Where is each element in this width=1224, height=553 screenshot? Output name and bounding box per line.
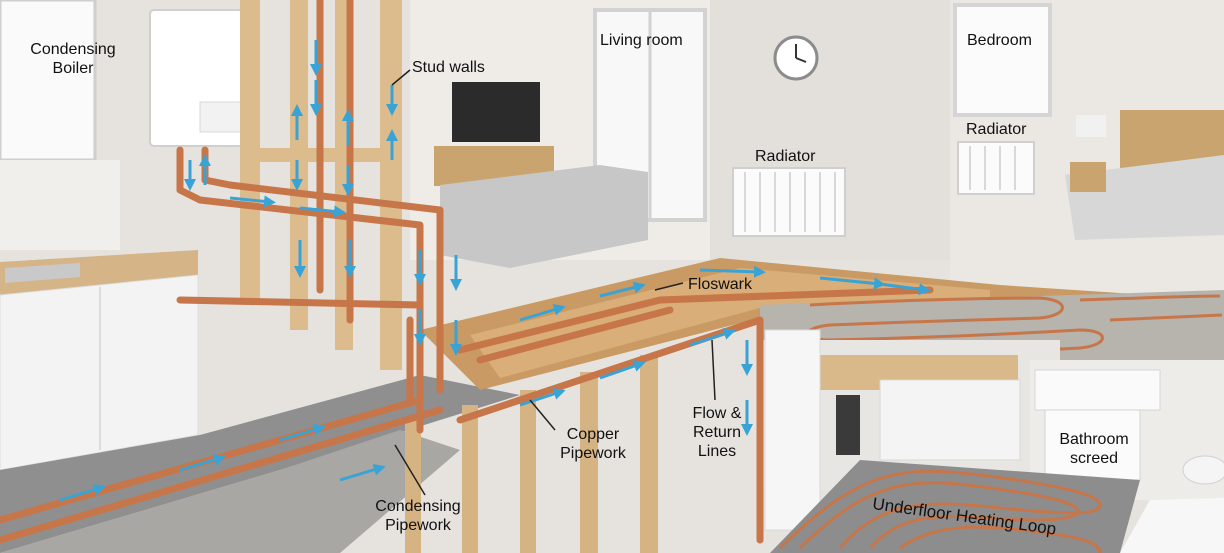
toilet <box>1183 456 1224 484</box>
label-radiator-living: Radiator <box>755 147 815 166</box>
bedroom-window <box>955 5 1050 115</box>
label-copper-pipework: Copper Pipework <box>548 425 638 463</box>
lower-kitchen-units <box>880 380 1020 460</box>
label-condensing-pipework: Condensing Pipework <box>360 497 476 535</box>
bathroom-window <box>1035 370 1160 410</box>
label-bedroom: Bedroom <box>967 31 1032 50</box>
oven <box>836 395 860 455</box>
tall-cabinet <box>765 330 820 530</box>
label-condensing-boiler: Condensing Boiler <box>18 40 128 78</box>
bedside-table <box>1070 162 1106 192</box>
label-stud-walls: Stud walls <box>412 58 485 77</box>
label-floswark: Floswark <box>688 275 752 294</box>
label-flow-return-lines: Flow & Return Lines <box>678 404 756 461</box>
label-bathroom-screed: Bathroom screed <box>1044 430 1144 468</box>
bedroom-radiator <box>958 142 1034 194</box>
kitchen-window <box>0 0 95 160</box>
label-radiator-bedroom: Radiator <box>966 120 1026 139</box>
television <box>452 82 540 142</box>
label-living-room: Living room <box>600 31 683 50</box>
bedside-lamp <box>1076 115 1106 137</box>
kitchen-tiles <box>0 160 120 250</box>
living-room-radiator <box>733 168 845 236</box>
